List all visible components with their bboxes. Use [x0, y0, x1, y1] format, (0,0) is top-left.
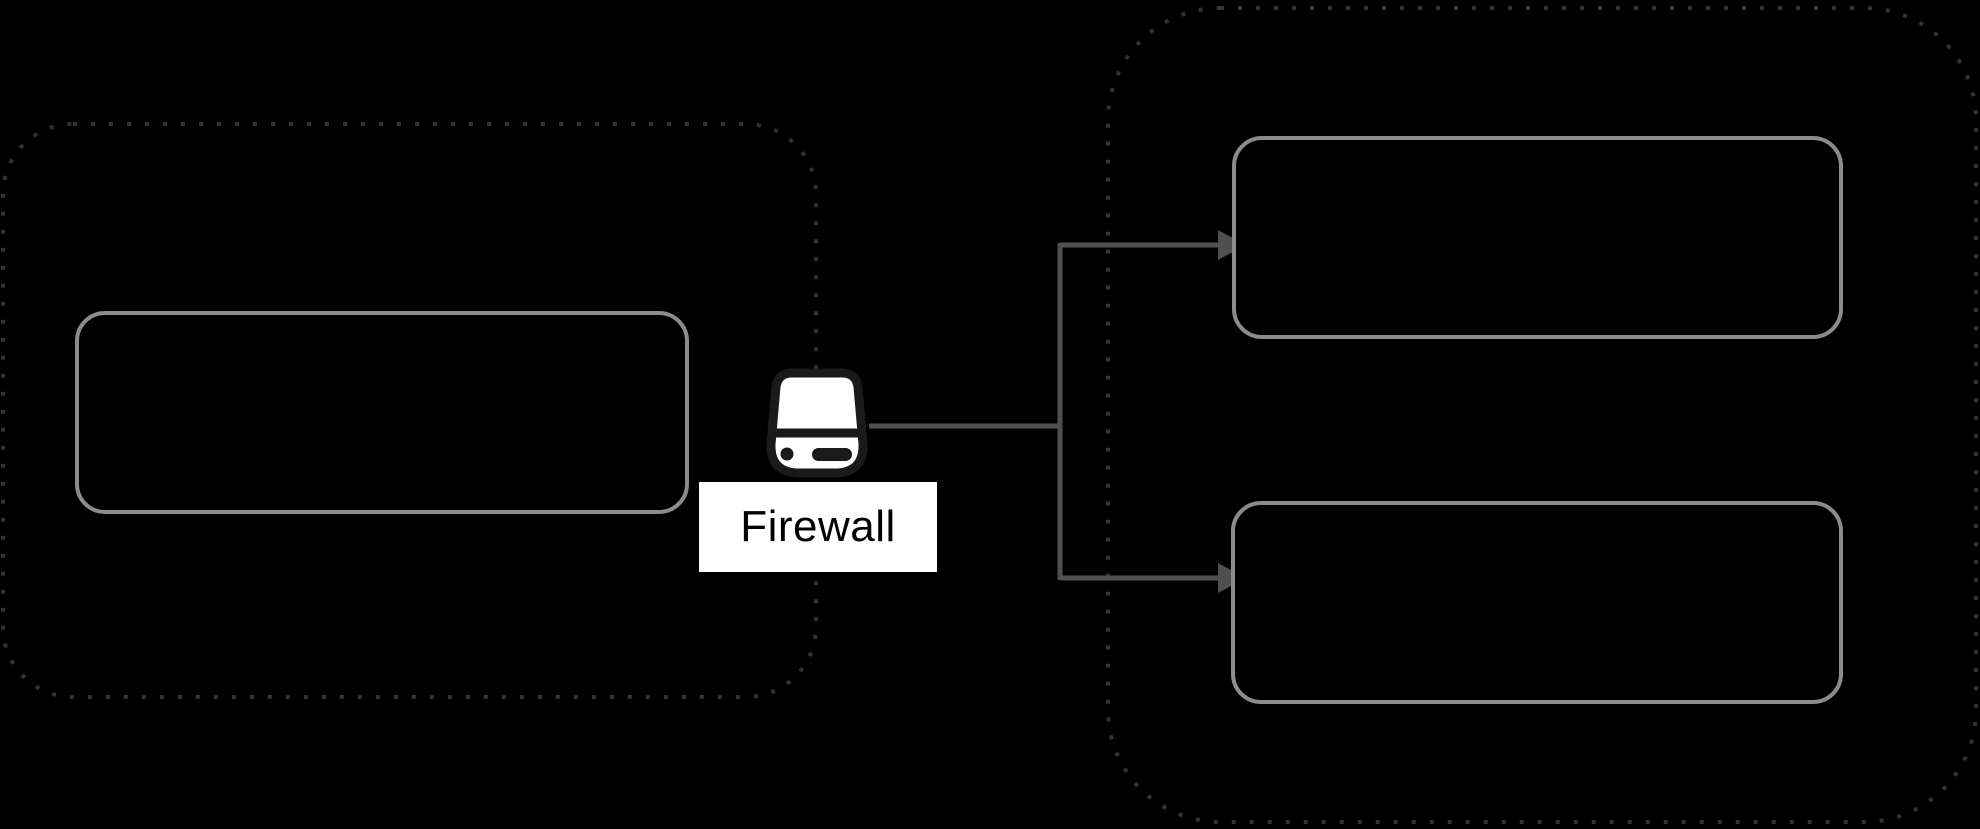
bottom-right-node: [1231, 501, 1843, 704]
left-zone-boundary: [1, 122, 818, 699]
right-zone-boundary: [1106, 6, 1978, 824]
top-right-node: [1232, 136, 1843, 339]
hard-drive-icon: [766, 368, 868, 478]
connector-lines: [869, 242, 1220, 581]
hard-drive-slot: [812, 448, 852, 461]
firewall-label: Firewall: [699, 482, 937, 572]
left-node: [75, 311, 689, 514]
hard-drive-led-dot: [780, 447, 794, 461]
